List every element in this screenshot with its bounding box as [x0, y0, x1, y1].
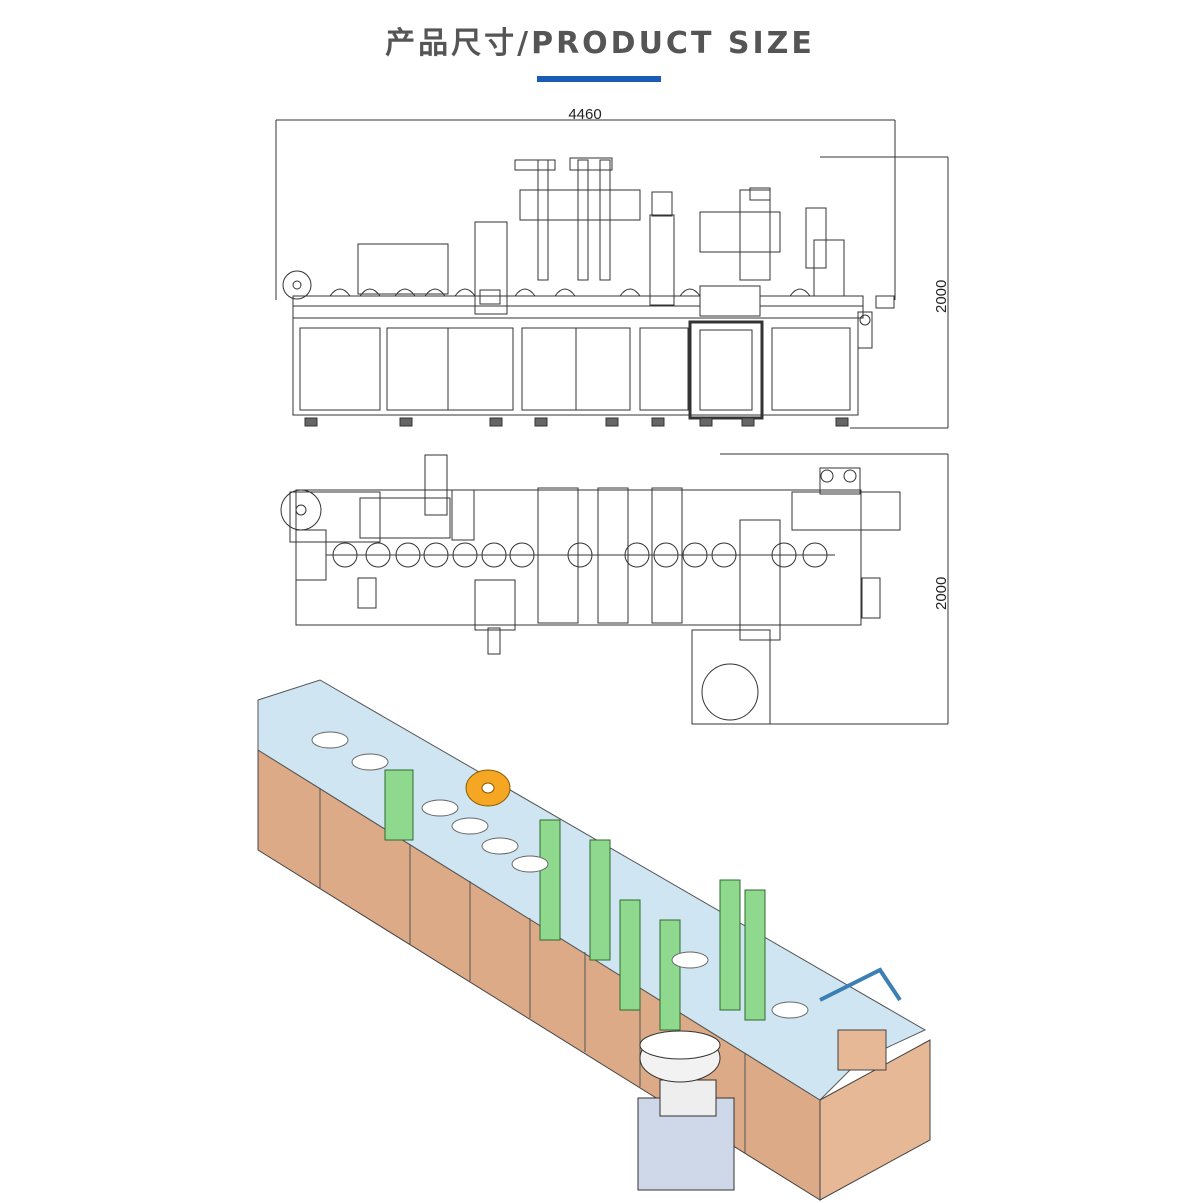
page-title: 产品尺寸/PRODUCT SIZE — [385, 26, 815, 61]
title-underline — [537, 76, 661, 82]
front-height-dimension-label: 2000 — [933, 280, 950, 313]
top-depth-dimension-label: 2000 — [933, 577, 950, 610]
width-dimension-label: 4460 — [568, 106, 601, 123]
front-view-drawing — [275, 119, 949, 429]
isometric-render — [257, 679, 931, 1201]
top-view-drawing — [280, 453, 949, 725]
